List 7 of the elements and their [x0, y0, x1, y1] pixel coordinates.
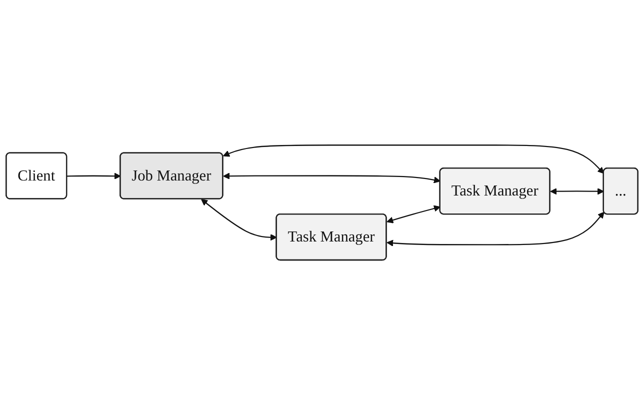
arrow: [386, 205, 441, 224]
arrow: [201, 198, 277, 241]
arrow: [66, 172, 121, 180]
arrow: [550, 188, 604, 195]
arrow: [222, 144, 604, 174]
arrow: [223, 172, 441, 184]
arrow: [386, 212, 604, 246]
